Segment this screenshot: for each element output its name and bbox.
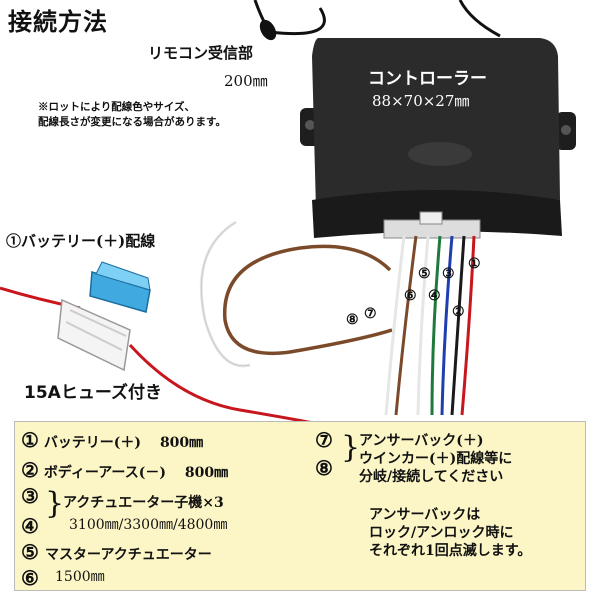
controller-dimensions: 88×70×27㎜ (372, 92, 470, 110)
legend-row-1: ① バッテリー(＋) 800㎜ (21, 428, 203, 452)
page-title: 接続方法 (8, 8, 108, 36)
wire-number-2: ② (452, 304, 465, 320)
legend-number-6-wrap: ⑥ (21, 566, 39, 590)
wire-number-4: ④ (428, 288, 441, 304)
legend-brace-3-4: } (45, 486, 65, 521)
remote-receiver-sensor (259, 19, 277, 41)
legend-number-1: ① (21, 428, 39, 452)
legend-number-8: ⑧ (315, 456, 333, 480)
wire-2-black (450, 235, 466, 416)
legend-text-7-8-line1: アンサーバック(＋) (359, 433, 484, 449)
wire-5-white (416, 235, 430, 416)
legend-length-2: 800㎜ (184, 465, 229, 481)
wiring-legend-box: ① バッテリー(＋) 800㎜ ② ボディーアース(－) 800㎜ ③ ④ } … (14, 421, 586, 591)
answer-back-line3: それぞれ1回点滅します。 (369, 543, 532, 559)
lot-variation-note: ※ロットにより配線色やサイズ、 配線長さが変更になる場合があります。 (38, 101, 226, 128)
legend-text-7-8-line3: 分岐/接続してください (359, 469, 504, 485)
wire-number-5: ⑤ (418, 266, 431, 282)
legend-row-2: ② ボディーアース(－) 800㎜ (21, 458, 228, 482)
wire-number-8: ⑧ (346, 312, 359, 328)
wire-6-brown (394, 235, 418, 416)
legend-number-3-wrap: ③ (21, 484, 39, 508)
controller-body (300, 38, 576, 239)
legend-text-7-8-line2: ウインカー(＋)配線等に (359, 451, 513, 467)
legend-number-2: ② (21, 458, 39, 482)
fuse-label: 15Aヒューズ付き (24, 383, 162, 403)
legend-length-3-4: 3100㎜/3300㎜/4800㎜ (69, 517, 228, 533)
legend-number-7: ⑦ (315, 428, 333, 452)
legend-number-3: ③ (21, 484, 39, 508)
wire-3-blue (440, 235, 454, 416)
legend-number-8-wrap: ⑧ (315, 456, 333, 480)
wire-number-1: ① (468, 256, 481, 272)
legend-number-4-wrap: ④ (21, 514, 39, 538)
legend-number-7-wrap: ⑦ (315, 428, 333, 452)
fuse-holder (57, 261, 151, 372)
controller-antenna-wire (458, 0, 501, 38)
wire-1-red (460, 235, 476, 416)
legend-text-5-6: マスターアクチュエーター (45, 547, 212, 563)
battery-wire-label: ①バッテリー(＋)配線 (6, 232, 156, 250)
wire-number-3: ③ (442, 266, 455, 282)
answer-back-line2: ロック/アンロック時に (369, 525, 514, 541)
wire-7-white (384, 235, 406, 416)
legend-text-1: バッテリー(＋) (43, 435, 142, 451)
legend-number-5: ⑤ (21, 540, 39, 564)
legend-length-5-6: 1500㎜ (55, 569, 105, 585)
legend-length-1: 800㎜ (159, 435, 204, 451)
brown-loop-wire (223, 244, 393, 356)
legend-text-3-4: アクチュエーター子機×3 (63, 495, 224, 511)
legend-text-2: ボディーアース(－) (43, 465, 166, 481)
legend-brace-7-8: } (341, 430, 361, 465)
remote-receiver-label: リモコン受信部 (148, 44, 254, 62)
wire-number-7: ⑦ (364, 306, 377, 322)
wire-number-6: ⑥ (404, 288, 417, 304)
legend-number-4: ④ (21, 514, 39, 538)
remote-receiver-length: 200㎜ (224, 72, 268, 90)
controller-name: コントローラー (368, 69, 487, 89)
wire-4-green (430, 235, 442, 416)
legend-number-6: ⑥ (21, 566, 39, 590)
answer-back-line1: アンサーバックは (369, 507, 481, 523)
battery-red-wire-2 (128, 343, 351, 432)
legend-number-5-wrap: ⑤ (21, 540, 39, 564)
